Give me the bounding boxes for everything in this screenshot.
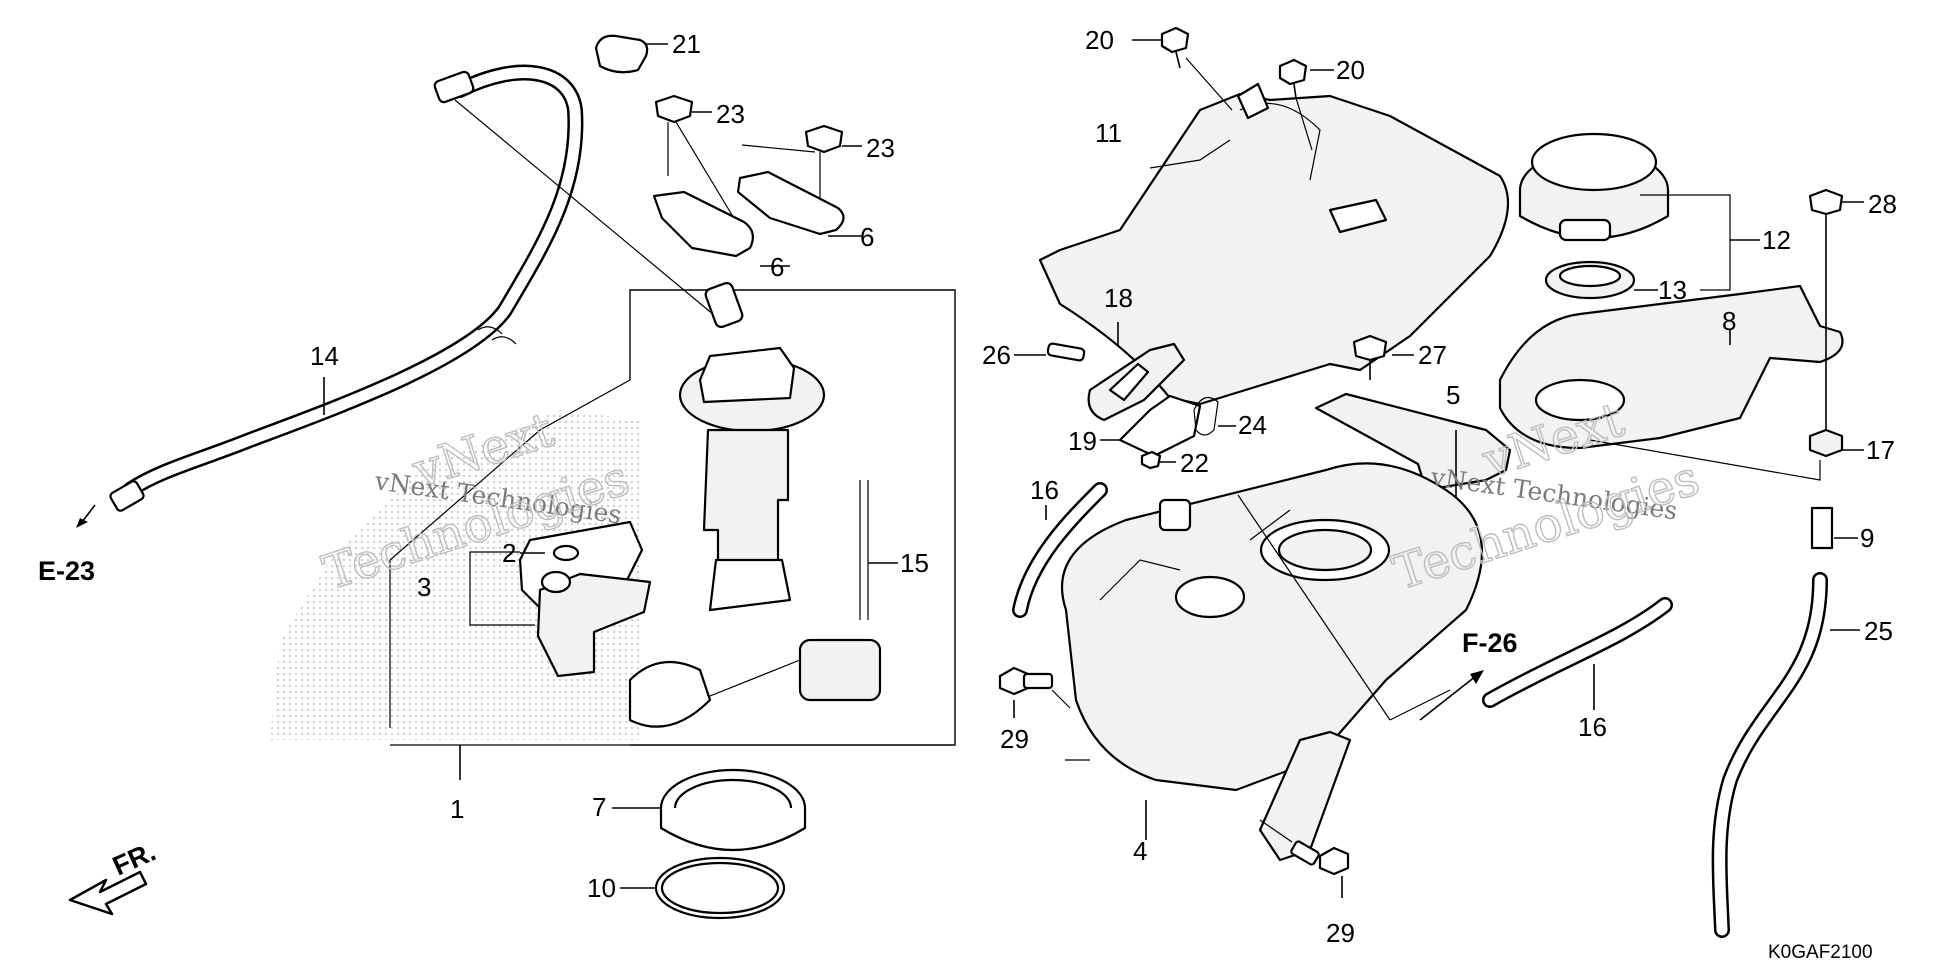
fuel-pump-part — [518, 282, 826, 640]
fuel-level-sender-part — [628, 480, 898, 728]
fuel-cap-part — [1518, 132, 1760, 291]
callout-14: 14 — [310, 341, 339, 371]
callout-20a: 20 — [1085, 25, 1114, 55]
callout-1: 1 — [450, 794, 464, 824]
cap-seal-part — [1544, 260, 1658, 300]
f26-arrow-icon — [1419, 670, 1484, 721]
callout-22: 22 — [1180, 448, 1209, 478]
breather-hose-left-part — [1012, 482, 1108, 618]
callout-8: 8 — [1722, 306, 1736, 336]
callout-29b: 29 — [1326, 918, 1355, 948]
bracket-fasteners-part — [1014, 322, 1236, 470]
callout-12: 12 — [1762, 225, 1791, 255]
callout-16a: 16 — [1030, 475, 1059, 505]
callout-18: 18 — [1104, 283, 1133, 313]
diagram-code: K0GAF2100 — [1768, 942, 1873, 963]
tank-bolts-part — [998, 666, 1350, 898]
callout-27: 27 — [1418, 340, 1447, 370]
callout-13: 13 — [1658, 275, 1687, 305]
fuel-pump-assembly-frame — [389, 289, 956, 780]
cover-bolts-part — [1132, 26, 1334, 151]
tank-cover-part — [1038, 82, 1510, 406]
callout-5: 5 — [1446, 380, 1460, 410]
drain-nipple-part — [1810, 506, 1858, 550]
callout-29a: 29 — [1000, 724, 1029, 754]
callout-15: 15 — [900, 548, 929, 578]
callout-26: 26 — [982, 340, 1011, 370]
callout-6b: 6 — [860, 222, 874, 252]
callout-17: 17 — [1866, 435, 1895, 465]
fuel-hose-part — [109, 64, 584, 512]
callout-4: 4 — [1133, 836, 1147, 866]
watermark-dot-field — [270, 410, 640, 740]
o-ring-part — [620, 856, 786, 920]
plate-nuts-part — [652, 94, 862, 267]
callout-6a: 6 — [770, 252, 784, 282]
grommet-part — [1589, 428, 1864, 481]
pump-gasket-part — [612, 768, 807, 851]
hose-clip-part — [594, 34, 668, 74]
callout-labels: 1 2 3 4 5 6 6 7 8 9 10 11 12 13 14 15 16… — [310, 25, 1897, 948]
callout-9: 9 — [1860, 523, 1874, 553]
callout-28: 28 — [1868, 189, 1897, 219]
callout-24: 24 — [1238, 410, 1267, 440]
front-direction-label: FR. — [108, 836, 160, 881]
fuel-tank-part — [1061, 462, 1484, 862]
callout-10: 10 — [587, 873, 616, 903]
breather-hose-right-part — [1482, 597, 1673, 710]
leader-lines-left — [76, 377, 325, 528]
callout-25: 25 — [1864, 616, 1893, 646]
drain-hose-part — [1711, 572, 1860, 938]
callout-11: 11 — [1095, 118, 1122, 148]
callout-19: 19 — [1068, 426, 1097, 456]
callout-23b: 23 — [866, 133, 895, 163]
filler-cover-part — [1498, 284, 1844, 450]
reference-f26: F-26 — [1462, 628, 1518, 658]
callout-23a: 23 — [716, 99, 745, 129]
callout-20b: 20 — [1336, 55, 1365, 85]
pump-filter-part — [469, 544, 652, 678]
callout-21: 21 — [672, 29, 701, 59]
front-direction-arrow-icon — [68, 870, 148, 916]
callout-16b: 16 — [1578, 712, 1607, 742]
bolt-27-part — [1352, 334, 1414, 380]
cover-bolt-part — [1808, 188, 1864, 436]
callout-3: 3 — [417, 572, 431, 602]
reference-e23: E-23 — [38, 556, 95, 586]
callout-2: 2 — [502, 538, 516, 568]
callout-7: 7 — [592, 792, 606, 822]
